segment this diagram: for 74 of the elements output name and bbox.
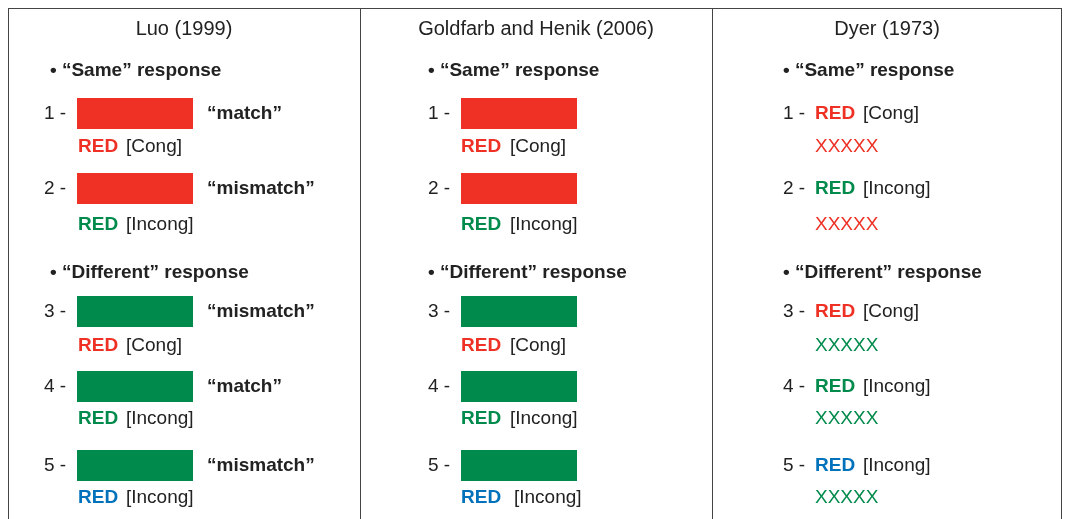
color-patch (77, 450, 193, 481)
response-label: “match” (207, 375, 282, 397)
color-word: RED (78, 135, 119, 157)
color-word: RED (461, 213, 502, 235)
condition-label: [Incong] (863, 454, 931, 476)
condition-label: [Incong] (126, 213, 194, 235)
condition-label: [Cong] (510, 334, 566, 356)
item-number: 4 - (44, 375, 67, 397)
condition-label: [Incong] (863, 375, 931, 397)
section-heading: • “Same” response (428, 59, 600, 81)
color-word: RED (78, 407, 119, 429)
condition-label: [Cong] (126, 135, 182, 157)
color-patch (461, 296, 577, 327)
color-patch (461, 450, 577, 481)
color-word: RED (461, 486, 502, 508)
color-word: RED (815, 102, 856, 124)
color-word: RED (461, 407, 502, 429)
column-heading: Luo (1999) (135, 17, 233, 39)
color-patch (461, 173, 577, 204)
color-patch (461, 98, 577, 129)
section-heading: • “Different” response (428, 261, 627, 283)
color-word: RED (815, 454, 856, 476)
response-label: “mismatch” (207, 177, 315, 199)
item-number: 4 - (783, 375, 806, 397)
section-heading: • “Different” response (50, 261, 249, 283)
condition-label: [Incong] (126, 407, 194, 429)
section-heading: • “Same” response (783, 59, 955, 81)
response-label: “mismatch” (207, 454, 315, 476)
item-number: 3 - (783, 300, 806, 322)
condition-label: [Incong] (510, 407, 578, 429)
letter-string: XXXXX (815, 334, 879, 356)
response-label: “match” (207, 102, 282, 124)
item-number: 3 - (428, 300, 451, 322)
condition-label: [Cong] (863, 300, 919, 322)
color-patch (77, 98, 193, 129)
letter-string: XXXXX (815, 407, 879, 429)
letter-string: XXXXX (815, 486, 879, 508)
condition-label: [Cong] (863, 102, 919, 124)
item-number: 4 - (428, 375, 451, 397)
column-heading: Dyer (1973) (834, 17, 940, 39)
item-number: 2 - (428, 177, 451, 199)
color-patch (461, 371, 577, 402)
color-word: RED (815, 177, 856, 199)
item-number: 1 - (44, 102, 67, 124)
item-number: 5 - (428, 454, 451, 476)
color-word: RED (461, 135, 502, 157)
item-number: 1 - (783, 102, 806, 124)
condition-label: [Incong] (514, 486, 582, 508)
item-number: 2 - (44, 177, 67, 199)
condition-label: [Cong] (510, 135, 566, 157)
item-number: 5 - (44, 454, 67, 476)
column-heading: Goldfarb and Henik (2006) (418, 17, 654, 39)
item-number: 2 - (783, 177, 806, 199)
condition-label: [Incong] (863, 177, 931, 199)
section-heading: • “Same” response (50, 59, 222, 81)
color-word: RED (78, 213, 119, 235)
item-number: 5 - (783, 454, 806, 476)
letter-string: XXXXX (815, 135, 879, 157)
color-word: RED (78, 334, 119, 356)
condition-label: [Cong] (126, 334, 182, 356)
color-word: RED (815, 300, 856, 322)
color-patch (77, 371, 193, 402)
item-number: 3 - (44, 300, 67, 322)
condition-label: [Incong] (510, 213, 578, 235)
color-patch (77, 173, 193, 204)
condition-label: [Incong] (126, 486, 194, 508)
response-label: “mismatch” (207, 300, 315, 322)
letter-string: XXXXX (815, 213, 879, 235)
color-word: RED (78, 486, 119, 508)
color-patch (77, 296, 193, 327)
section-heading: • “Different” response (783, 261, 982, 283)
item-number: 1 - (428, 102, 451, 124)
color-word: RED (815, 375, 856, 397)
color-word: RED (461, 334, 502, 356)
